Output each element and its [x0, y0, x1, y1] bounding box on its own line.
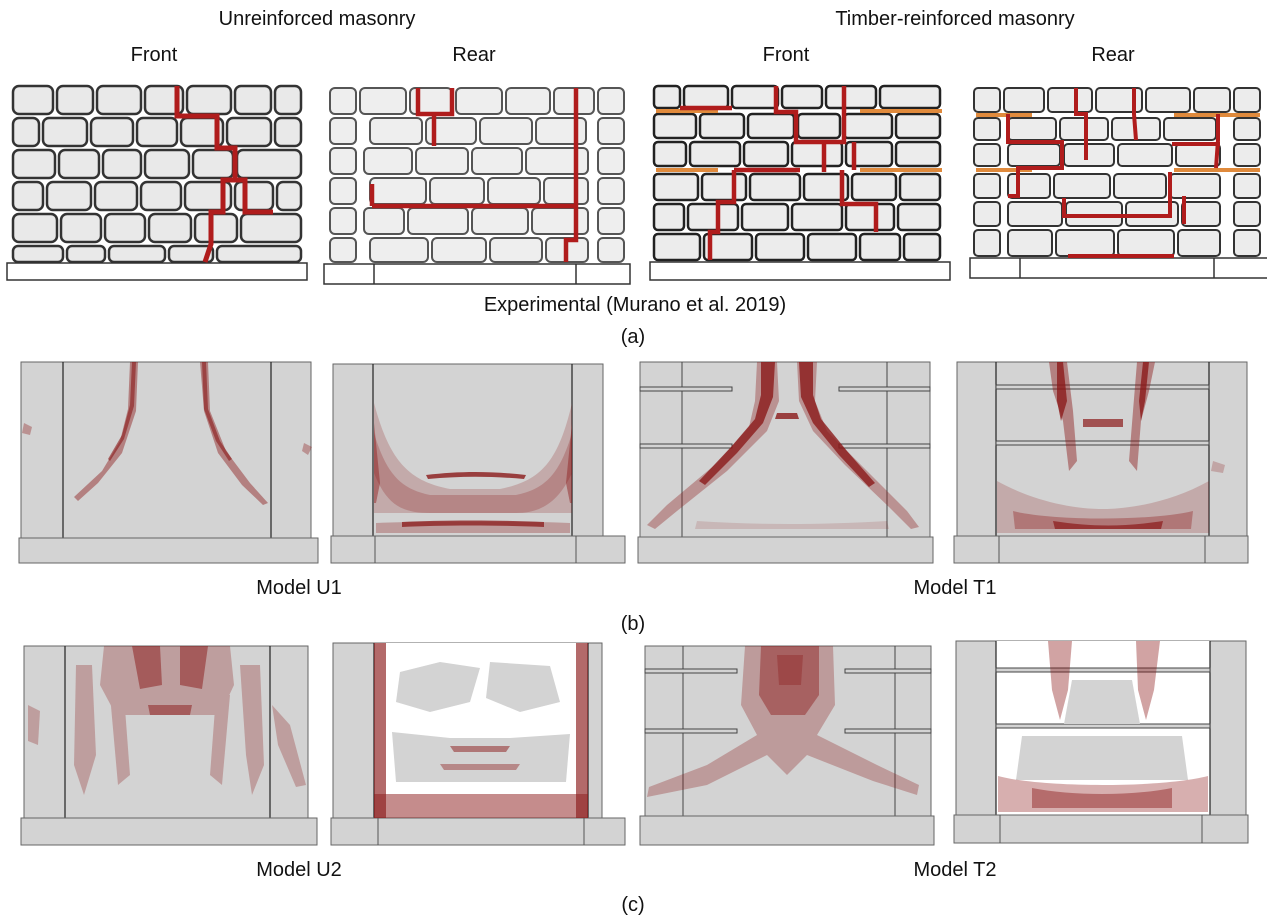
view-label-front-unreinforced: Front: [130, 44, 178, 66]
model-t2-label: Model T2: [913, 859, 997, 881]
experimental-timber-front: [648, 82, 953, 282]
model-t1-label: Model T1: [913, 577, 997, 599]
experimental-unreinforced-rear: [322, 84, 632, 286]
model-u2-label: Model U2: [256, 859, 342, 881]
experimental-caption: Experimental (Murano et al. 2019): [483, 294, 787, 316]
experimental-unreinforced-front: [5, 82, 310, 282]
view-label-front-timber: Front: [762, 44, 810, 66]
view-label-rear-unreinforced: Rear: [452, 44, 496, 66]
model-t1-front: [637, 361, 935, 565]
model-u1-front: [18, 361, 320, 565]
model-u1-label: Model U1: [256, 577, 342, 599]
subfigure-tag-c: (c): [621, 894, 645, 916]
model-u2-front: [20, 645, 320, 847]
group-label-unreinforced: Unreinforced masonry: [218, 8, 416, 30]
model-t2-rear: [952, 640, 1252, 847]
model-u1-rear: [330, 363, 627, 565]
group-label-timber: Timber-reinforced masonry: [835, 8, 1075, 30]
view-label-rear-timber: Rear: [1091, 44, 1135, 66]
subfigure-tag-b: (b): [620, 613, 646, 635]
subfigure-tag-a: (a): [620, 326, 646, 348]
model-t2-front: [637, 645, 935, 847]
experimental-timber-rear: [968, 84, 1267, 280]
model-t1-rear: [953, 361, 1251, 565]
model-u2-rear: [330, 642, 627, 847]
